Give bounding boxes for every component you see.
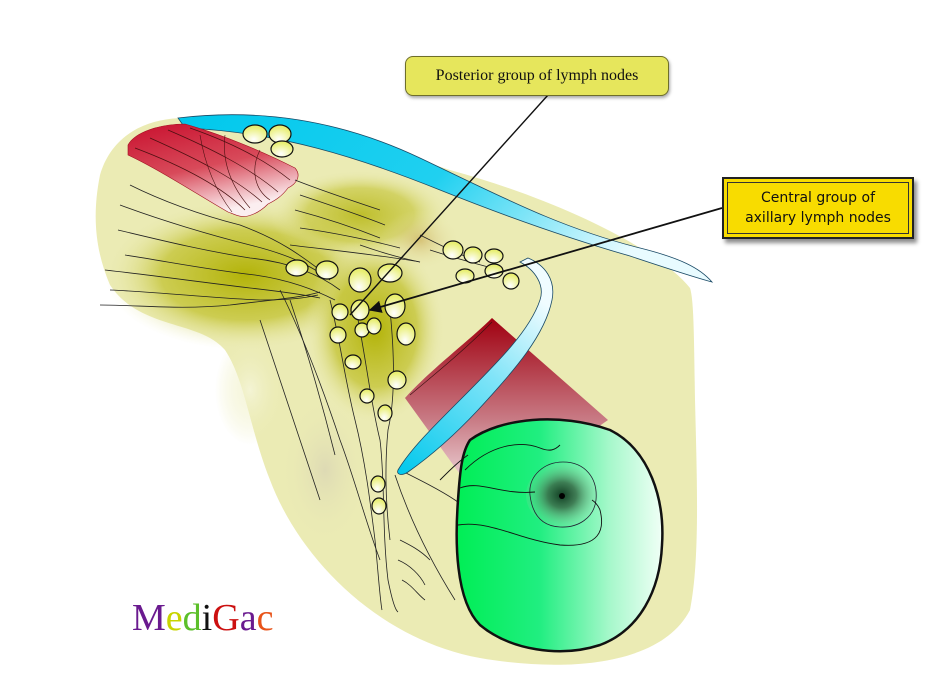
lymph-node [270,140,294,158]
central-group-label-border [727,182,909,234]
logo-letter: e [165,597,183,639]
logo-letter: G [212,597,240,639]
lymph-node [348,267,372,293]
pectoral-muscle-edge [409,321,493,396]
posterior-group-label: Posterior group of lymph nodes [405,56,669,96]
lymph-node [371,497,387,515]
lymphatic-vessels [99,179,541,651]
areola-outline [529,461,597,528]
breast [455,418,664,653]
lymph-node [502,272,520,290]
lymph-node [268,124,292,144]
logo-letter: d [182,597,202,639]
lymph-node [366,317,382,335]
lymph-node [285,259,309,277]
lymph-node [377,404,393,422]
lymph-node [359,388,375,404]
posterior-pointer-line [349,94,549,316]
lymph-node [331,303,349,321]
lymph-node [329,326,347,344]
lateral-thoracic-vein [397,257,554,475]
logo-letter: a [239,597,257,639]
fat-shading [380,210,460,270]
pale-shading [215,335,285,445]
nipple [559,493,565,499]
posterior-group-label-text: Posterior group of lymph nodes [435,67,639,84]
lymph-node [463,246,483,264]
medigac-logo: MediGac [132,596,273,640]
breast-ducts [439,444,603,546]
logo-letter: i [201,597,213,639]
lymph-node [384,293,406,319]
lymph-node [396,322,416,346]
central-label-line-1: Central group of [760,190,875,206]
lymph-node [387,370,407,390]
lymph-node [315,260,339,280]
logo-letter: c [256,597,274,639]
central-pointer-arrow [368,207,723,313]
lymph-nodes [242,124,520,515]
lymph-node [370,475,386,493]
lymph-node [442,240,464,260]
logo-letter: M [132,597,166,639]
central-group-label: Central group of axillary lymph nodes [722,177,914,239]
axillary-vein [177,114,714,283]
pale-shading [280,395,370,545]
lymph-node [344,354,362,370]
central-label-line-2: axillary lymph nodes [745,210,891,226]
central-group-label-text: Central group of axillary lymph nodes [745,188,891,228]
upper-muscle [127,123,299,217]
pectoral-muscle [405,318,608,502]
lymph-node [242,124,268,144]
lymph-node [484,248,504,264]
